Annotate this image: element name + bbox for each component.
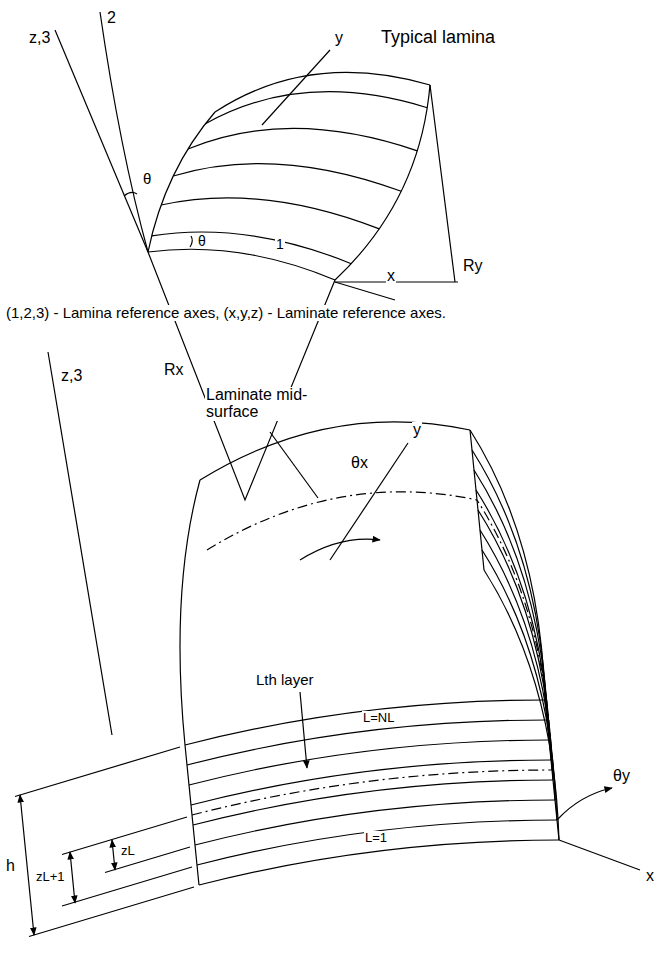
axis-label: x <box>645 868 655 885</box>
radius-line <box>335 85 458 282</box>
angle-arc <box>190 236 192 247</box>
fibre-line <box>188 128 417 150</box>
dimension-label: h <box>5 858 16 875</box>
dimension-label: zL+1 <box>35 870 66 884</box>
axis-label: 2 <box>106 10 117 27</box>
figure-caption: (1,2,3) - Lamina reference axes, (x,y,z)… <box>5 305 447 321</box>
axis-label: z,3 <box>28 30 51 47</box>
lamina-edge <box>148 112 215 252</box>
angle-label: θx <box>350 455 369 472</box>
extension-line <box>62 817 192 906</box>
axis-label: 1 <box>275 237 285 252</box>
theta-x-direction <box>300 539 380 560</box>
fibre-line <box>205 92 427 124</box>
radius-label: Rx <box>163 362 185 379</box>
laminate-edge <box>200 422 470 480</box>
angle-label: θ <box>197 234 207 249</box>
fibre-line <box>152 232 352 264</box>
dimension-label: zL <box>120 844 136 858</box>
extension-line <box>15 747 194 937</box>
laminate-edge <box>180 480 200 745</box>
layer-lines <box>185 430 559 885</box>
axis-label: y <box>334 30 344 47</box>
fibre-line <box>161 198 379 229</box>
axis-label: z,3 <box>60 368 83 385</box>
figure-title: Typical lamina <box>380 28 496 47</box>
axis-label: x <box>386 268 396 285</box>
layer-label: L=NL <box>362 711 395 725</box>
lamina-edge <box>148 249 335 280</box>
angle-label: θy <box>612 768 631 785</box>
angle-label: θ <box>142 171 152 187</box>
y-axis <box>262 50 330 125</box>
leader-arrow <box>300 692 307 768</box>
z-axis <box>55 30 148 252</box>
surface-label: Laminate mid-surface <box>205 387 319 421</box>
angle-arc <box>124 192 137 196</box>
radius-line <box>148 252 335 500</box>
fibre-line <box>173 164 401 192</box>
theta-y-direction <box>557 788 612 820</box>
dimension-line <box>70 852 75 903</box>
dimension-line <box>112 840 115 870</box>
radius-label: Ry <box>462 258 484 275</box>
layer-label: Lth layer <box>255 672 315 688</box>
dimension-line <box>20 795 34 935</box>
lamina-edge <box>335 85 430 280</box>
axis-label: y <box>412 422 422 439</box>
layer-label: L=1 <box>364 831 388 845</box>
mid-surface-line <box>192 492 552 815</box>
leader-line <box>270 432 318 498</box>
fibre-normal-axis <box>100 12 148 252</box>
x-axis <box>559 840 640 870</box>
laminate-edge <box>185 430 559 885</box>
z-axis <box>48 352 112 735</box>
